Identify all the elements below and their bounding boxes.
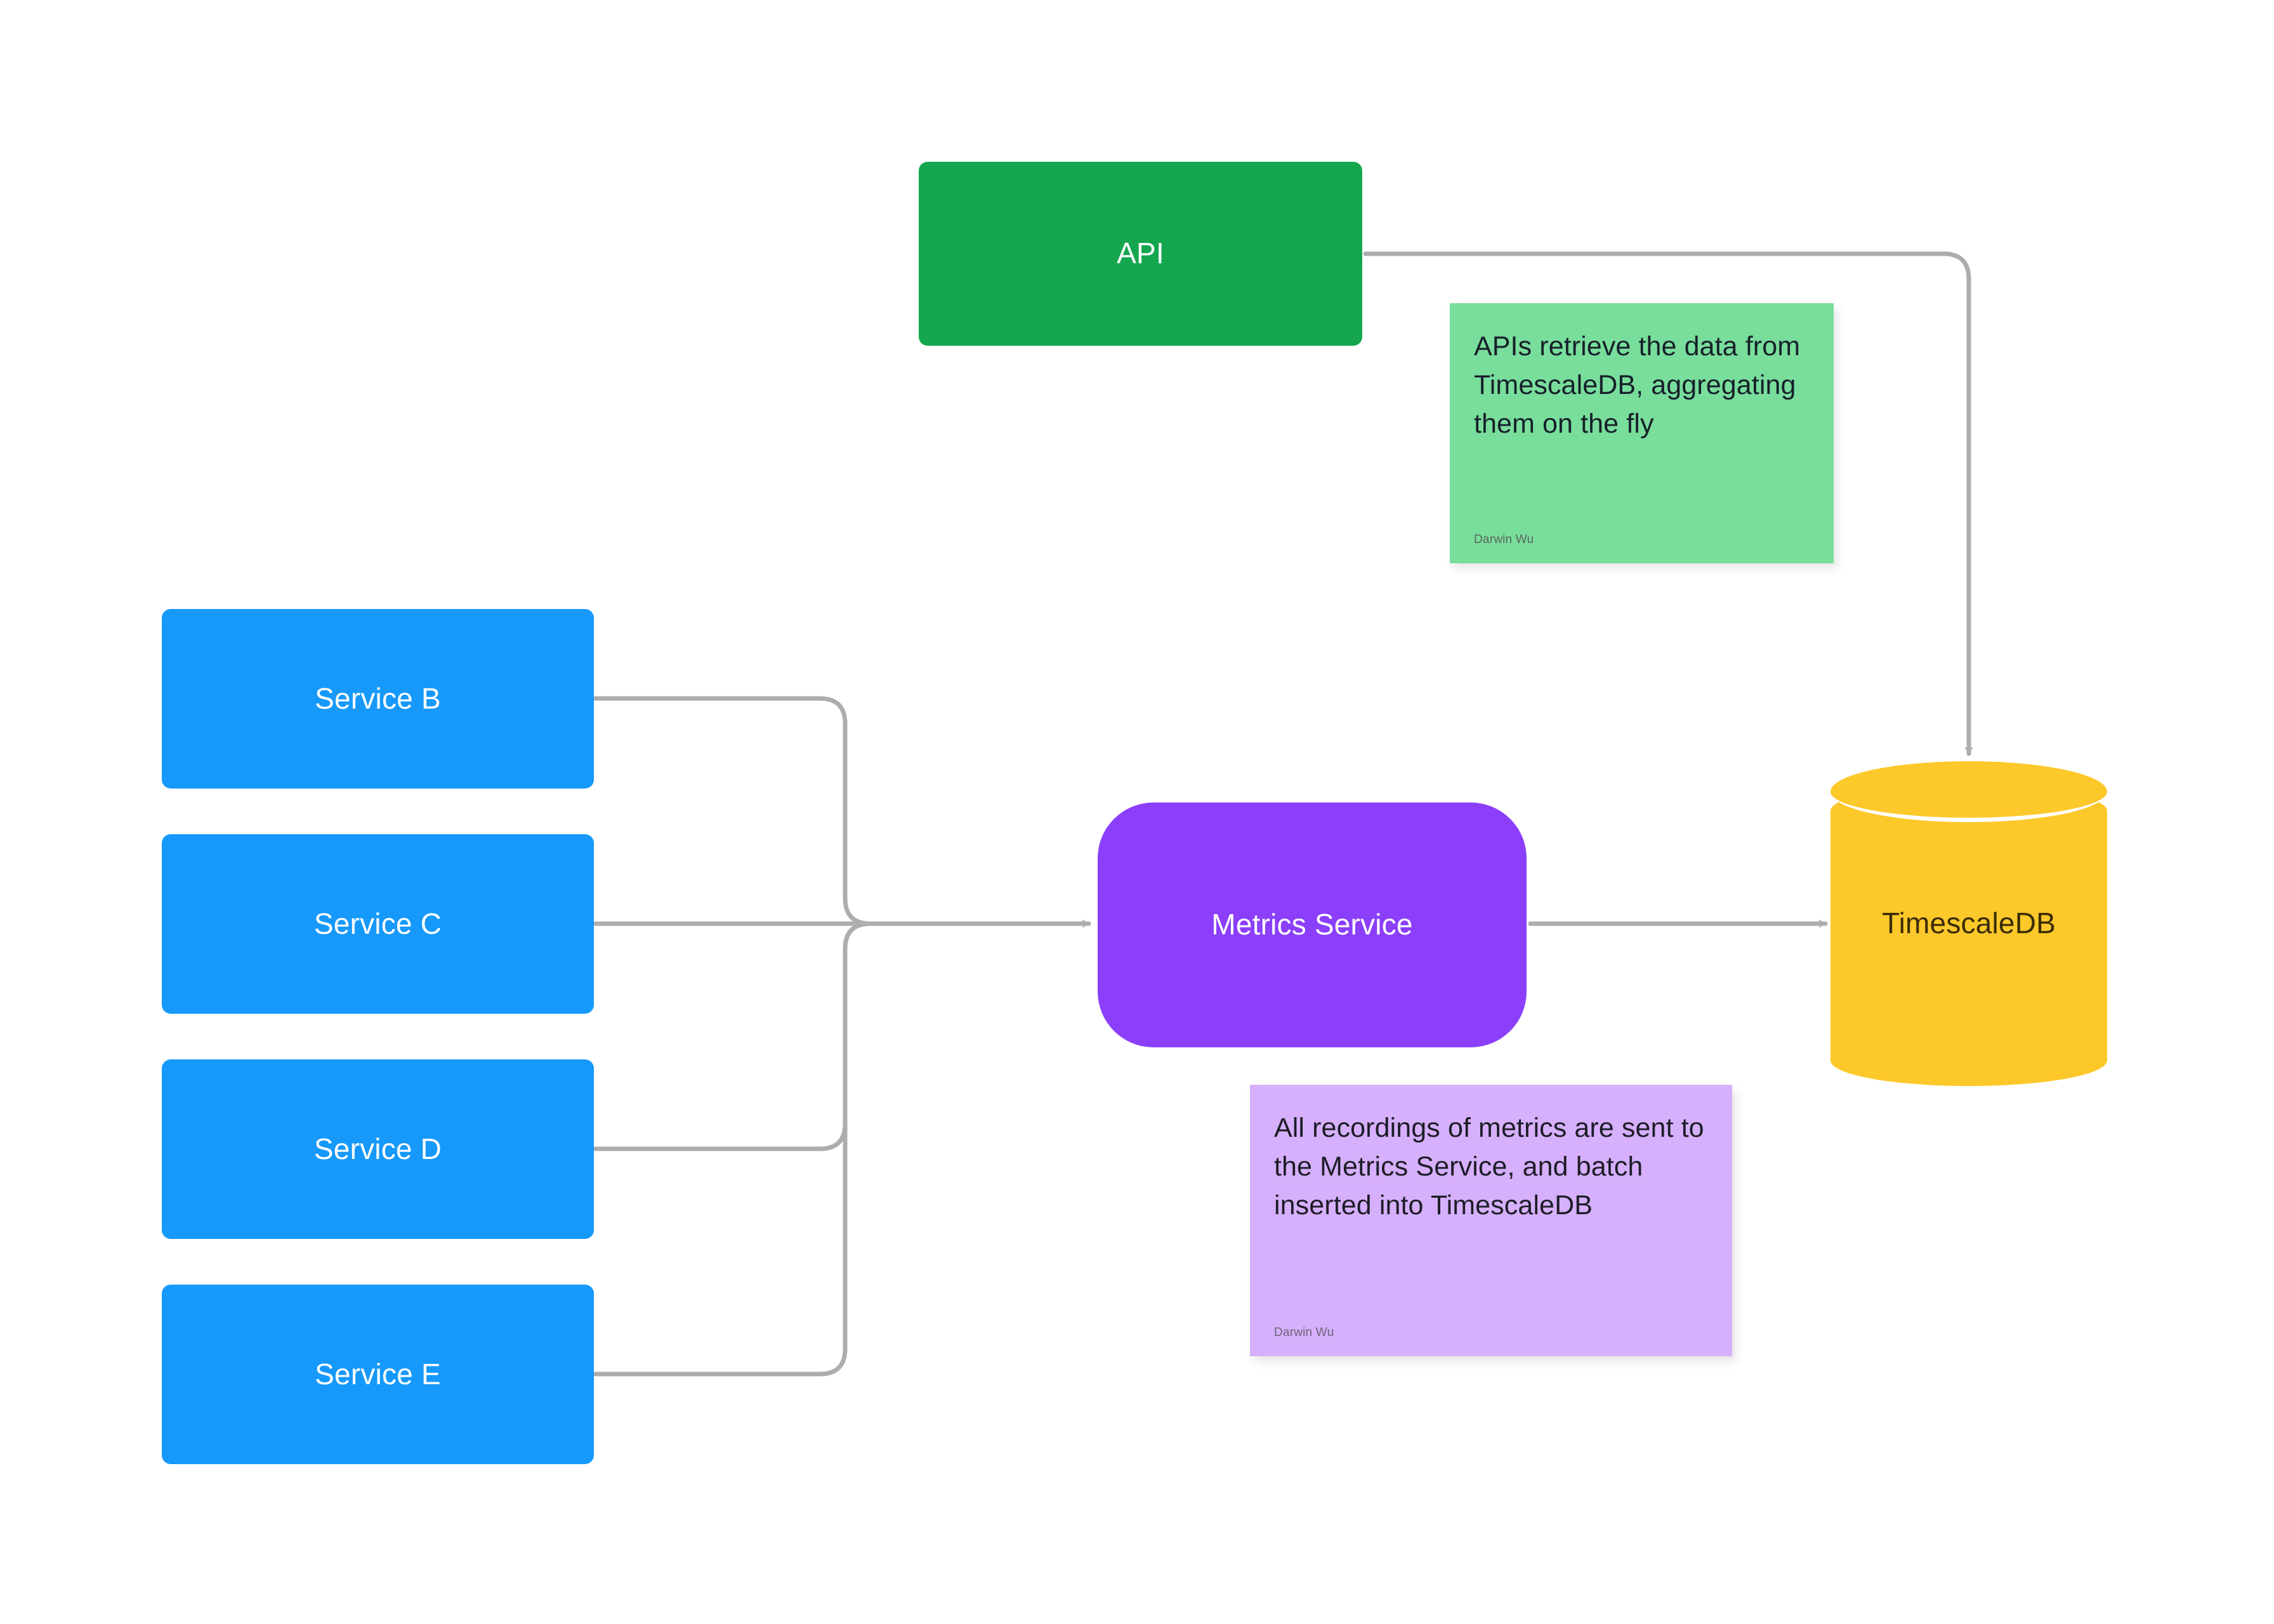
node-service-b[interactable]: Service B [162,609,594,789]
node-metrics-service-label: Metrics Service [1211,908,1413,941]
node-api[interactable]: API [919,162,1362,346]
cylinder-body-shape [1830,785,2107,1086]
node-service-d-label: Service D [313,1132,442,1165]
node-timescaledb-label: TimescaleDB [1882,907,2056,940]
connector-service-b [593,696,873,926]
sticky-note-metrics[interactable]: All recordings of metrics are sent to th… [1250,1085,1732,1356]
cylinder-top-ellipse [1830,761,2107,822]
node-service-c-label: Service C [313,907,442,940]
node-service-b-label: Service B [315,681,441,715]
node-service-e[interactable]: Service E [162,1285,594,1464]
sticky-note-metrics-text: All recordings of metrics are sent to th… [1274,1113,1704,1221]
sticky-note-metrics-author: Darwin Wu [1274,1326,1334,1339]
node-api-label: API [1117,237,1164,270]
sticky-note-api[interactable]: APIs retrieve the data from TimescaleDB,… [1450,303,1834,563]
connector-service-e [593,921,873,1377]
sticky-note-api-text: APIs retrieve the data from TimescaleDB,… [1474,331,1801,440]
node-metrics-service[interactable]: Metrics Service [1098,802,1527,1047]
node-timescaledb[interactable]: TimescaleDB [1830,761,2107,1086]
connector-service-d [593,921,873,1151]
node-service-c[interactable]: Service C [162,834,594,1014]
node-service-d[interactable]: Service D [162,1059,594,1239]
node-service-e-label: Service E [315,1357,441,1391]
sticky-note-api-author: Darwin Wu [1474,533,1534,546]
